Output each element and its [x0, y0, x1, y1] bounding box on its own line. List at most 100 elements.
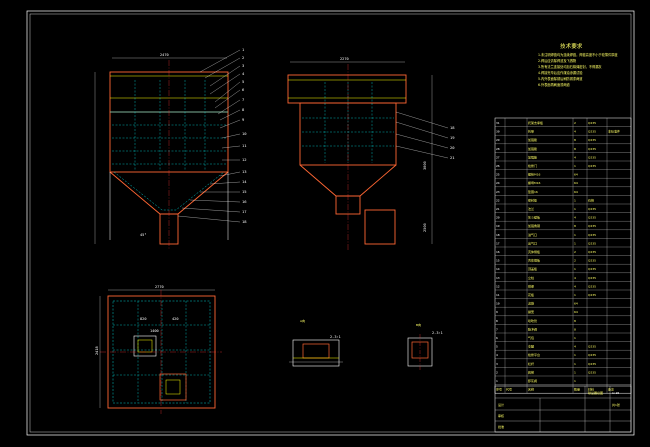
bom-cell: 4 [574, 155, 576, 159]
bom-part-name: 立柱 [528, 275, 534, 280]
bom-cell: 28 [496, 147, 500, 151]
bom-part-name: 加强筋 [528, 146, 537, 151]
outer-border [26, 10, 635, 436]
bom-part-name: 检修门 [528, 163, 537, 168]
height-lower-dim: 2500 [423, 223, 427, 232]
bom-cell: Q235 [588, 276, 596, 280]
bom-cell: 非标准件 [608, 129, 620, 134]
bom-cell: 24 [496, 181, 500, 185]
bom-part-name: 垫圈16 [528, 189, 538, 194]
bom-cell: Q235 [588, 241, 596, 245]
bom-cell: 31 [496, 121, 500, 125]
height-main-dim: 3000 [423, 161, 427, 170]
bom-cell: Q235 [588, 147, 596, 151]
bom-cell: 26 [496, 164, 500, 168]
bom-part-name: 袋笼 [528, 309, 534, 314]
callout-17: 17 [242, 209, 247, 214]
note-line-5: 5.内外表面除锈后刷防锈漆两道 [538, 76, 583, 81]
bom-cell: Q235 [588, 233, 596, 237]
bom-cell: 29 [496, 138, 500, 142]
bom-part-name: 加强筋 [528, 137, 537, 142]
bom-cell: 6 [496, 336, 498, 340]
bom-cell: 30 [496, 130, 500, 134]
note-line-4: 4.焊接完毕后应作煤油渗漏试验 [538, 70, 583, 75]
note-line-2: 2.焊后应清除焊渣及飞溅物 [538, 58, 577, 63]
callout-9: 9 [242, 117, 245, 122]
drawing-scale: 1:20 [612, 391, 619, 395]
front-callouts: 1 2 3 4 5 6 7 8 9 10 11 12 13 14 15 16 1… [242, 47, 247, 224]
bom-cell: Q235 [588, 216, 596, 220]
bom-header-cell: 材料 [588, 387, 594, 392]
bom-cell: Q235 [588, 284, 596, 288]
bom-part-name: 灰斗壁板 [528, 215, 540, 220]
bom-cell: 8 [496, 319, 498, 323]
callout-11: 11 [242, 143, 247, 148]
bom-cell: Q235 [588, 130, 596, 134]
bom-cell: 14 [496, 267, 500, 271]
checked-by: 审核 [498, 413, 504, 418]
bom-cell: Q235 [588, 207, 596, 211]
bom-cell: Q235 [588, 362, 596, 366]
bom-cell: 21 [496, 207, 500, 211]
callout-15: 15 [242, 189, 247, 194]
note-line-1: 1.未注明焊缝均为连续焊缝，焊缝高度不小于较薄件厚度 [538, 52, 618, 57]
side-callout-18: 18 [450, 125, 455, 130]
bom-cell: 8 [574, 138, 576, 142]
bom-cell: 2 [496, 370, 498, 374]
bom-header-cell: 代号 [506, 387, 512, 392]
bom-cell: 7 [496, 327, 498, 331]
bom-cell: 16 [496, 250, 500, 254]
bom-cell: Q235 [588, 155, 596, 159]
bom-cell: 4 [496, 353, 498, 357]
side-width-dim: 2270 [340, 57, 349, 61]
bom-cell: 27 [496, 155, 500, 159]
title-block: 除尘器总图 1:20 共1张 设计 审核 批准 [494, 385, 632, 433]
bom-cell: 1 [574, 207, 576, 211]
bom-cell: Q235 [588, 259, 596, 263]
side-callout-20: 20 [450, 145, 455, 150]
bom-cell: Q235 [588, 370, 596, 374]
bom-cell: 23 [496, 190, 500, 194]
bom-part-name: 爬梯 [528, 369, 534, 374]
bom-cell: 1 [496, 379, 498, 383]
callout-6: 6 [242, 87, 245, 92]
bom-part-name: 托架 [528, 129, 534, 134]
angle-label: 45° [140, 233, 147, 237]
bom-cell: 1 [574, 336, 576, 340]
callout-1: 1 [242, 47, 245, 52]
bom-cell: 64 [574, 190, 578, 194]
bom-part-name: 法兰 [528, 206, 534, 211]
bom-cell: Q235 [588, 138, 596, 142]
bom-part-name: 密封垫 [528, 197, 537, 202]
plan-inner1: 820 [140, 317, 147, 321]
bom-part-name: 螺栓M16 [528, 172, 540, 177]
callout-13: 13 [242, 169, 247, 174]
bom-part-name: 加强角钢 [528, 223, 540, 228]
approved-by: 批准 [498, 424, 504, 429]
bom-part-name: 螺母M16 [528, 180, 540, 185]
bom-cell: 4 [574, 130, 576, 134]
bom-cell: 1 [574, 362, 576, 366]
bom-cell: 1 [574, 379, 576, 383]
bom-cell: 1 [574, 293, 576, 297]
bom-cell: 64 [574, 302, 578, 306]
bom-cell: 22 [496, 198, 500, 202]
bom-cell: 64 [574, 181, 578, 185]
bom-cell: Q235 [588, 164, 596, 168]
callout-16: 16 [242, 199, 247, 204]
bom-cell: Q235 [588, 345, 596, 349]
callout-18: 18 [242, 219, 247, 224]
callout-12: 12 [242, 157, 247, 162]
bom-cell: 64 [574, 310, 578, 314]
note-line-6: 6.外表面再刷面漆两道 [538, 82, 571, 87]
bom-cell: 3 [496, 362, 498, 366]
plan-depth-dim: 2418 [95, 346, 99, 355]
front-width-dim: 2470 [160, 53, 169, 57]
bom-cell: 20 [496, 216, 500, 220]
callout-8: 8 [242, 107, 245, 112]
bom-cell: Q235 [588, 293, 596, 297]
callout-2: 2 [242, 55, 244, 60]
bom-cell: 8 [574, 319, 576, 323]
